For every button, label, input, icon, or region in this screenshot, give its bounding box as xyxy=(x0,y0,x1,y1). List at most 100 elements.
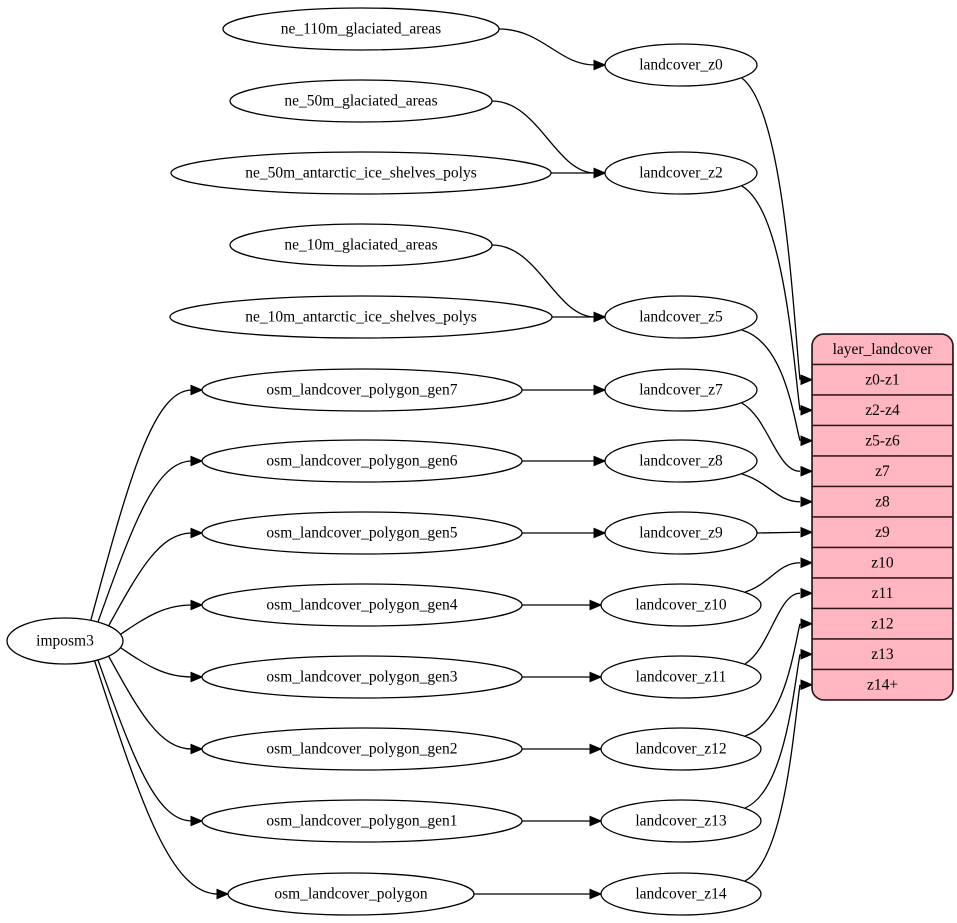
edge-line xyxy=(119,604,193,636)
node-landcover_z13[interactable]: landcover_z13 xyxy=(600,799,762,843)
nodes-layer: imposm3 ne_110m_glaciated_areas ne_50m_gla… xyxy=(6,7,762,916)
table-row-label: z8 xyxy=(875,493,890,510)
arrow-head xyxy=(593,59,607,71)
node-ne_110m_glaciated_areas[interactable]: ne_110m_glaciated_areas xyxy=(222,7,500,51)
node-label: osm_landcover_polygon_gen7 xyxy=(266,382,457,399)
table-row-z5-z6[interactable]: z5-z6 xyxy=(812,424,953,457)
edge-imposm3-to-osm_landcover_polygon_gen7 xyxy=(90,384,204,622)
table-row-z12[interactable]: z12 xyxy=(812,607,953,640)
table-row-z14+[interactable]: z14+ xyxy=(812,668,953,701)
node-landcover_z11[interactable]: landcover_z11 xyxy=(600,655,762,699)
node-label: landcover_z7 xyxy=(639,382,723,399)
arrow-head xyxy=(190,455,204,467)
table-row-label: z11 xyxy=(872,585,894,602)
arrow-head xyxy=(593,384,607,396)
node-label: ne_110m_glaciated_areas xyxy=(281,21,441,38)
node-osm_landcover_polygon_gen3[interactable]: osm_landcover_polygon_gen3 xyxy=(201,655,523,699)
arrow-head xyxy=(589,599,603,611)
node-shape xyxy=(604,43,758,87)
node-landcover_z10[interactable]: landcover_z10 xyxy=(600,583,762,627)
edge-line xyxy=(744,592,801,665)
arrow-head xyxy=(800,526,814,538)
node-landcover_z0[interactable]: landcover_z0 xyxy=(604,43,758,87)
arrow-head xyxy=(800,648,814,660)
arrow-head xyxy=(216,888,230,900)
node-landcover_z5[interactable]: landcover_z5 xyxy=(604,295,758,339)
edge-landcover_z13-to-table-z13 xyxy=(744,648,814,809)
node-osm_landcover_polygon_gen5[interactable]: osm_landcover_polygon_gen5 xyxy=(201,511,523,555)
node-shape xyxy=(201,511,523,555)
node-label: landcover_z8 xyxy=(639,453,723,470)
node-landcover_z7[interactable]: landcover_z7 xyxy=(604,368,758,412)
edge-line xyxy=(756,531,801,534)
table-row-z11[interactable]: z11 xyxy=(812,577,953,610)
node-label: landcover_z14 xyxy=(635,886,726,903)
table-row-label: z10 xyxy=(871,554,894,571)
arrow-head xyxy=(589,671,603,683)
node-ne_50m_antarctic_ice_shelves_polys[interactable]: ne_50m_antarctic_ice_shelves_polys xyxy=(170,151,552,195)
edge-line xyxy=(90,389,193,622)
node-ne_50m_glaciated_areas[interactable]: ne_50m_glaciated_areas xyxy=(229,79,493,123)
edge-line xyxy=(119,646,193,678)
edge-line xyxy=(491,244,596,318)
node-label: landcover_z2 xyxy=(639,165,723,182)
edge-line xyxy=(744,623,801,737)
edge-line xyxy=(498,28,596,66)
node-shape xyxy=(604,439,758,483)
node-shape xyxy=(169,295,553,339)
arrow-head xyxy=(593,167,607,179)
node-landcover_z2[interactable]: landcover_z2 xyxy=(604,151,758,195)
node-landcover_z14[interactable]: landcover_z14 xyxy=(600,872,762,916)
node-landcover_z9[interactable]: landcover_z9 xyxy=(604,511,758,555)
table-header-row[interactable]: layer_landcover xyxy=(812,334,953,366)
arrow-head xyxy=(800,465,814,477)
edge-osm_landcover_polygon_gen1-to-landcover_z13 xyxy=(522,815,603,827)
table-row-z10[interactable]: z10 xyxy=(812,546,953,579)
node-landcover_z12[interactable]: landcover_z12 xyxy=(600,727,762,771)
node-osm_landcover_polygon_gen4[interactable]: osm_landcover_polygon_gen4 xyxy=(201,583,523,627)
node-label: ne_50m_glaciated_areas xyxy=(284,93,437,110)
arrow-head xyxy=(800,374,814,386)
edge-imposm3-to-osm_landcover_polygon_gen3 xyxy=(119,646,204,683)
node-shape xyxy=(6,617,124,665)
node-osm_landcover_polygon_gen7[interactable]: osm_landcover_polygon_gen7 xyxy=(201,368,523,412)
node-label: osm_landcover_polygon_gen5 xyxy=(266,525,457,542)
arrow-head xyxy=(593,527,607,539)
table-row-z9[interactable]: z9 xyxy=(812,516,953,549)
node-shape xyxy=(201,439,523,483)
table-row-z13[interactable]: z13 xyxy=(812,638,953,671)
edge-line xyxy=(741,185,801,411)
node-osm_landcover_polygon_gen1[interactable]: osm_landcover_polygon_gen1 xyxy=(201,799,523,843)
edge-imposm3-to-osm_landcover_polygon_gen1 xyxy=(97,659,204,827)
edge-line xyxy=(107,655,193,750)
table-row-cell xyxy=(812,516,953,549)
edge-osm_landcover_polygon_gen3-to-landcover_z11 xyxy=(522,671,603,683)
node-label: landcover_z9 xyxy=(639,525,723,542)
table-row-label: z9 xyxy=(875,524,890,541)
edge-line xyxy=(107,532,193,627)
table-row-z2-z4[interactable]: z2-z4 xyxy=(812,394,953,427)
node-ne_10m_antarctic_ice_shelves_polys[interactable]: ne_10m_antarctic_ice_shelves_polys xyxy=(169,295,553,339)
node-imposm3[interactable]: imposm3 xyxy=(6,617,124,665)
node-osm_landcover_polygon_gen6[interactable]: osm_landcover_polygon_gen6 xyxy=(201,439,523,483)
arrow-head xyxy=(593,311,607,323)
edge-line xyxy=(97,659,193,822)
edge-ne_110m_glaciated_areas-to-landcover_z0 xyxy=(498,28,607,71)
node-label: osm_landcover_polygon_gen6 xyxy=(266,453,457,470)
node-shape xyxy=(600,655,762,699)
node-osm_landcover_polygon[interactable]: osm_landcover_polygon xyxy=(227,872,475,916)
node-landcover_z8[interactable]: landcover_z8 xyxy=(604,439,758,483)
table-row-z0-z1[interactable]: z0-z1 xyxy=(812,363,953,396)
node-ne_10m_glaciated_areas[interactable]: ne_10m_glaciated_areas xyxy=(229,223,493,267)
node-osm_landcover_polygon_gen2[interactable]: osm_landcover_polygon_gen2 xyxy=(201,727,523,771)
table-row-z7[interactable]: z7 xyxy=(812,455,953,488)
node-shape xyxy=(201,655,523,699)
arrow-head xyxy=(800,496,814,508)
table-row-z8[interactable]: z8 xyxy=(812,485,953,518)
edge-imposm3-to-osm_landcover_polygon_gen2 xyxy=(107,655,204,755)
arrow-head xyxy=(800,435,814,447)
node-shape xyxy=(222,7,500,51)
table-row-cell xyxy=(812,363,953,396)
